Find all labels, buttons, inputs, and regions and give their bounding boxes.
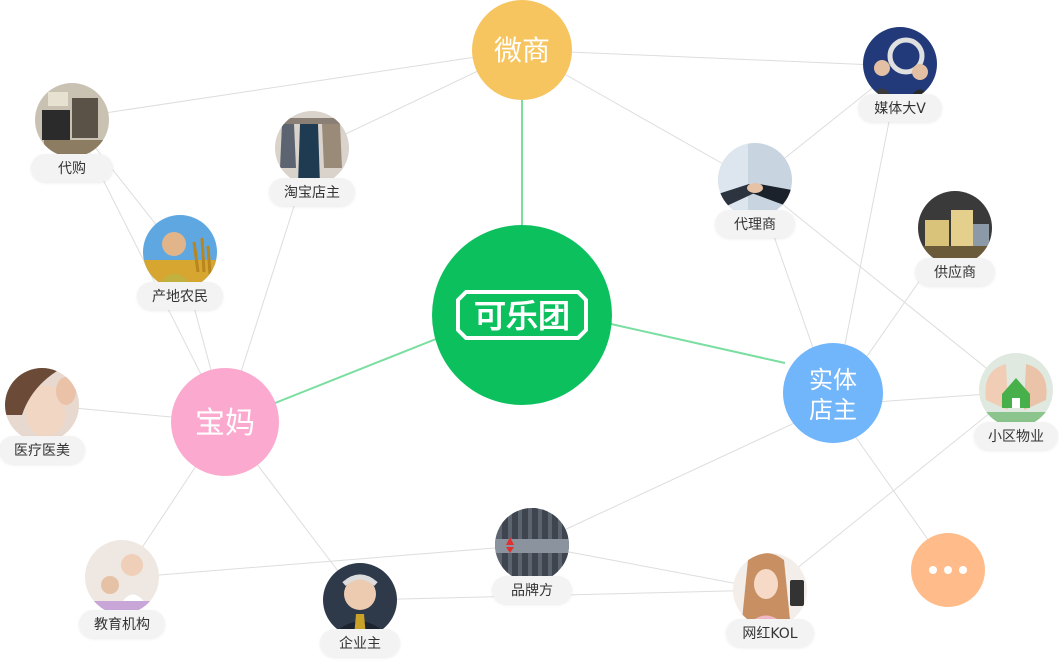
- hub-baoma-circle: [171, 368, 279, 476]
- hub-shiti-label-line1: 实体: [809, 366, 857, 394]
- node-daili-label: 代理商: [734, 217, 776, 233]
- businessman-photo-icon: [323, 563, 397, 637]
- node-gongying-label: 供应商: [934, 264, 976, 281]
- hub-shiti[interactable]: 实体 店主: [783, 343, 883, 443]
- ellipsis-icon: [929, 566, 967, 574]
- node-jiaoyu-label: 教育机构: [94, 617, 150, 633]
- line-center-baoma: [274, 338, 437, 404]
- line-daili-wuye: [754, 181, 1017, 393]
- line-pinpai-wanghong: [531, 544, 771, 591]
- node-wanghong-pill: [726, 619, 814, 647]
- line-weishang-meiti: [521, 49, 901, 67]
- node-pinpai-label: 品牌方: [511, 582, 553, 599]
- center-circle: [432, 225, 612, 405]
- hub-shiti-circle: [783, 343, 883, 443]
- line-weishang-daigou: [71, 49, 523, 119]
- node-wuye-label: 小区物业: [988, 429, 1044, 445]
- brand-building-photo-icon: [495, 508, 569, 582]
- node-yiliao-pill: [0, 436, 85, 464]
- node-gongying[interactable]: 供应商: [915, 191, 995, 286]
- node-daili-pill: [715, 210, 795, 238]
- node-meiti[interactable]: 媒体大V: [858, 27, 942, 122]
- node-nongmin[interactable]: 产地农民: [137, 215, 223, 310]
- center-logo-node[interactable]: 可乐团: [432, 225, 612, 405]
- node-yiliao[interactable]: 医疗医美: [0, 368, 85, 464]
- node-wuye-pill: [974, 422, 1058, 450]
- hub-weishang-circle: [472, 0, 572, 100]
- hub-connector-lines: [274, 100, 786, 404]
- node-taobao[interactable]: 淘宝店主: [269, 111, 355, 206]
- line-pinpai-shiti: [531, 404, 834, 546]
- facial-treatment-photo-icon: [5, 368, 79, 442]
- node-daigou[interactable]: 代购: [31, 83, 113, 182]
- teacher-child-photo-icon: [85, 540, 159, 614]
- node-yiliao-label: 医疗医美: [14, 443, 70, 459]
- line-center-shiti: [610, 323, 786, 364]
- node-qiye-pill: [320, 629, 400, 657]
- node-qiye-label: 企业主: [339, 635, 381, 652]
- node-gongying-pill: [915, 258, 995, 286]
- node-pinpai[interactable]: 品牌方: [492, 508, 572, 604]
- node-jiaoyu-pill: [79, 610, 165, 638]
- more-node[interactable]: [911, 533, 985, 607]
- hub-baoma-label: 宝妈: [195, 406, 255, 441]
- node-meiti-pill: [858, 94, 942, 122]
- handshake-photo-icon: [718, 143, 792, 217]
- node-wuye[interactable]: 小区物业: [974, 353, 1058, 450]
- node-qiye[interactable]: 企业主: [320, 563, 400, 657]
- influencer-photo-icon: [733, 553, 807, 627]
- node-pinpai-pill: [492, 576, 572, 604]
- hub-baoma[interactable]: 宝妈: [171, 368, 279, 476]
- product-boxes-photo-icon: [35, 83, 109, 157]
- clothing-rack-photo-icon: [275, 111, 349, 185]
- farmer-wheat-photo-icon: [143, 215, 217, 289]
- node-nongmin-label: 产地农民: [152, 289, 208, 305]
- line-wuye-wanghong: [769, 391, 1017, 591]
- hub-weishang-label: 微商: [494, 34, 550, 67]
- node-daigou-label: 代购: [58, 161, 86, 177]
- node-wanghong[interactable]: 网红KOL: [726, 553, 814, 647]
- hub-shiti-label-line2: 店主: [809, 396, 857, 424]
- node-taobao-label: 淘宝店主: [284, 185, 340, 201]
- node-jiaoyu[interactable]: 教育机构: [79, 540, 165, 638]
- warehouse-photo-icon: [918, 191, 992, 265]
- house-in-hands-photo-icon: [979, 353, 1053, 427]
- media-studio-photo-icon: [863, 27, 937, 101]
- node-daili[interactable]: 代理商: [715, 143, 795, 238]
- node-taobao-pill: [269, 178, 355, 206]
- node-daigou-pill: [31, 154, 113, 182]
- node-wanghong-label: 网红KOL: [742, 626, 797, 642]
- node-nongmin-pill: [137, 282, 223, 310]
- node-meiti-label: 媒体大V: [874, 101, 926, 117]
- line-jiaoyu-pinpai: [121, 544, 533, 579]
- center-logo-text: 可乐团: [474, 297, 570, 335]
- kele-logo-icon: 可乐团: [456, 290, 588, 340]
- hub-weishang[interactable]: 微商: [472, 0, 572, 100]
